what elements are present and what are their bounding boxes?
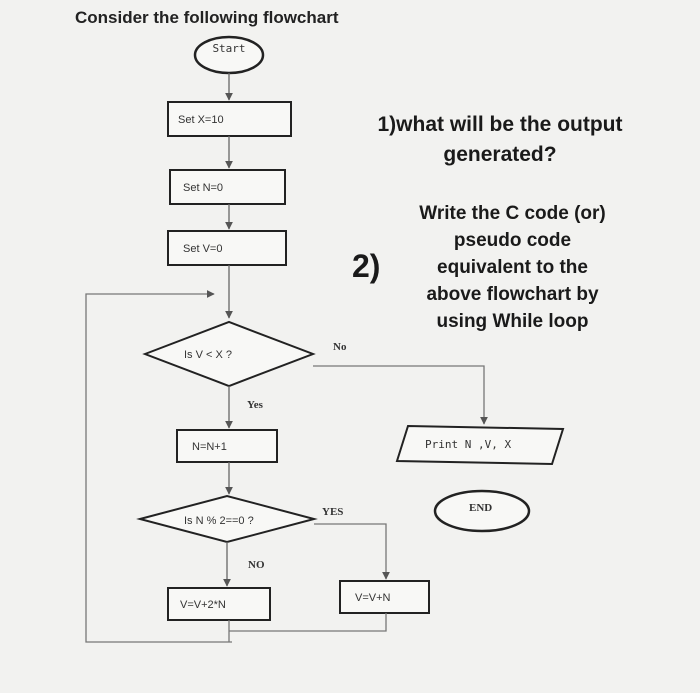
print-output-box xyxy=(395,424,565,466)
page-title: Consider the following flowchart xyxy=(75,8,339,27)
end-terminal xyxy=(433,489,531,533)
set-v-box xyxy=(167,230,287,266)
n-increment-label: N=N+1 xyxy=(192,441,227,453)
v-plus-2n-label: V=V+2*N xyxy=(180,599,226,611)
decision-v-less-x xyxy=(142,320,316,388)
decision2-label: Is N % 2==0 ? xyxy=(184,515,254,527)
print-label: Print N ,V, X xyxy=(425,438,511,451)
no-branch-connector xyxy=(313,365,488,425)
question-1: 1)what will be the output generated? xyxy=(377,113,623,166)
set-v-label: Set V=0 xyxy=(183,243,222,255)
v-plus-n-label: V=V+N xyxy=(355,592,391,604)
n-increment-box xyxy=(176,429,278,463)
v-plus-2n-box xyxy=(167,587,271,621)
decision-n-even xyxy=(136,494,318,544)
v-plus-n-box xyxy=(339,580,430,614)
loop-back-connector xyxy=(85,290,232,643)
start-label: Start xyxy=(212,42,245,55)
decision1-yes-label: Yes xyxy=(247,399,264,411)
decision1-label: Is V < X ? xyxy=(184,349,232,361)
decision2-yes-label: YES xyxy=(322,506,343,518)
set-n-label: Set N=0 xyxy=(183,182,223,194)
yes-branch-connector xyxy=(314,523,390,580)
connector xyxy=(229,613,387,632)
decision2-no-label: NO xyxy=(248,559,265,571)
set-x-label: Set X=10 xyxy=(178,114,224,126)
set-n-box xyxy=(169,169,286,205)
end-label: END xyxy=(469,502,492,514)
question-2-number: 2) xyxy=(352,248,381,284)
question-2: Write the C code (or) pseudo code equiva… xyxy=(419,203,606,332)
decision1-no-label: No xyxy=(333,341,347,353)
